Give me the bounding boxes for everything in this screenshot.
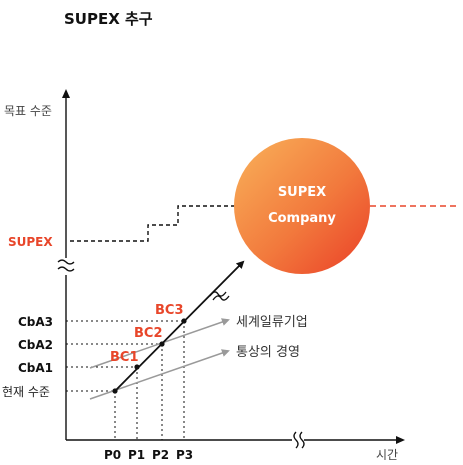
ordinary-label: 통상의 경영: [236, 345, 300, 360]
period-guides: [114, 321, 185, 440]
y-axis-label: 목표 수준: [4, 104, 52, 118]
level-guides: [66, 320, 184, 392]
world-class-label: 세계일류기업: [236, 315, 308, 330]
supex-company-circle: [234, 138, 370, 274]
growth-line-break: [209, 291, 227, 297]
x-axis-label: 시간: [376, 448, 398, 462]
page-title: SUPEX 추구: [64, 10, 153, 28]
world-class-trend-line: [89, 318, 230, 369]
y-label-cba3: CbA3: [18, 315, 53, 329]
supex-staircase: [70, 205, 236, 242]
y-axis: [57, 89, 75, 440]
x-label-p3: P3: [176, 448, 193, 462]
y-label-cba1: CbA1: [18, 361, 53, 375]
bc3-label: BC3: [155, 303, 184, 318]
supex-company-line2: Company: [268, 211, 336, 226]
x-label-p0: P0: [104, 448, 121, 462]
bc1-label: BC1: [110, 350, 139, 365]
x-axis: [66, 431, 405, 449]
supex-company-line1: SUPEX: [278, 185, 326, 200]
y-label-supex: SUPEX: [8, 235, 53, 249]
bc2-label: BC2: [134, 326, 163, 341]
x-label-p1: P1: [128, 448, 145, 462]
x-label-p2: P2: [152, 448, 169, 462]
y-label-cba2: CbA2: [18, 338, 53, 352]
growth-points: [112, 318, 187, 394]
y-label-current: 현재 수준: [2, 385, 50, 399]
